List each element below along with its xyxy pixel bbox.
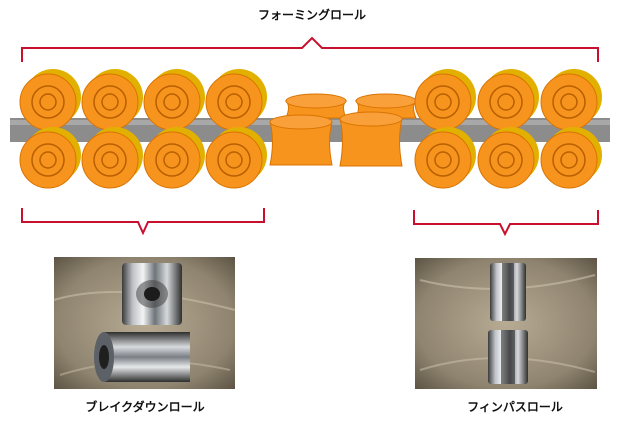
breakdown-roll [19, 127, 81, 189]
breakdown-roll [143, 69, 205, 131]
top-bracket [21, 36, 599, 62]
diagram-title: フォーミングロール [257, 8, 366, 22]
finpass-bracket [413, 210, 599, 237]
finpass-rolls [414, 69, 602, 189]
breakdown-roll [143, 127, 205, 189]
breakdown-roll-caption: ブレイクダウンロール [85, 400, 205, 414]
finpass-roll [540, 127, 602, 189]
breakdown-roll-photo [53, 257, 236, 389]
finpass-roll [477, 69, 539, 131]
breakdown-roll [19, 69, 81, 131]
middle-rolls [269, 93, 418, 167]
finpass-roll [477, 127, 539, 189]
finpass-roll [414, 69, 476, 131]
middle-roll [269, 114, 333, 166]
finpass-roll [540, 69, 602, 131]
breakdown-rolls [19, 69, 267, 189]
breakdown-roll [205, 127, 267, 189]
breakdown-roll [81, 127, 143, 189]
middle-roll [339, 111, 403, 167]
middle-roll [284, 93, 348, 119]
breakdown-roll [81, 69, 143, 131]
finpass-roll-photo [415, 258, 597, 389]
breakdown-roll [205, 69, 267, 131]
finpass-roll-caption: フィンパスロール [467, 400, 563, 414]
breakdown-bracket [21, 208, 265, 236]
finpass-roll [414, 127, 476, 189]
